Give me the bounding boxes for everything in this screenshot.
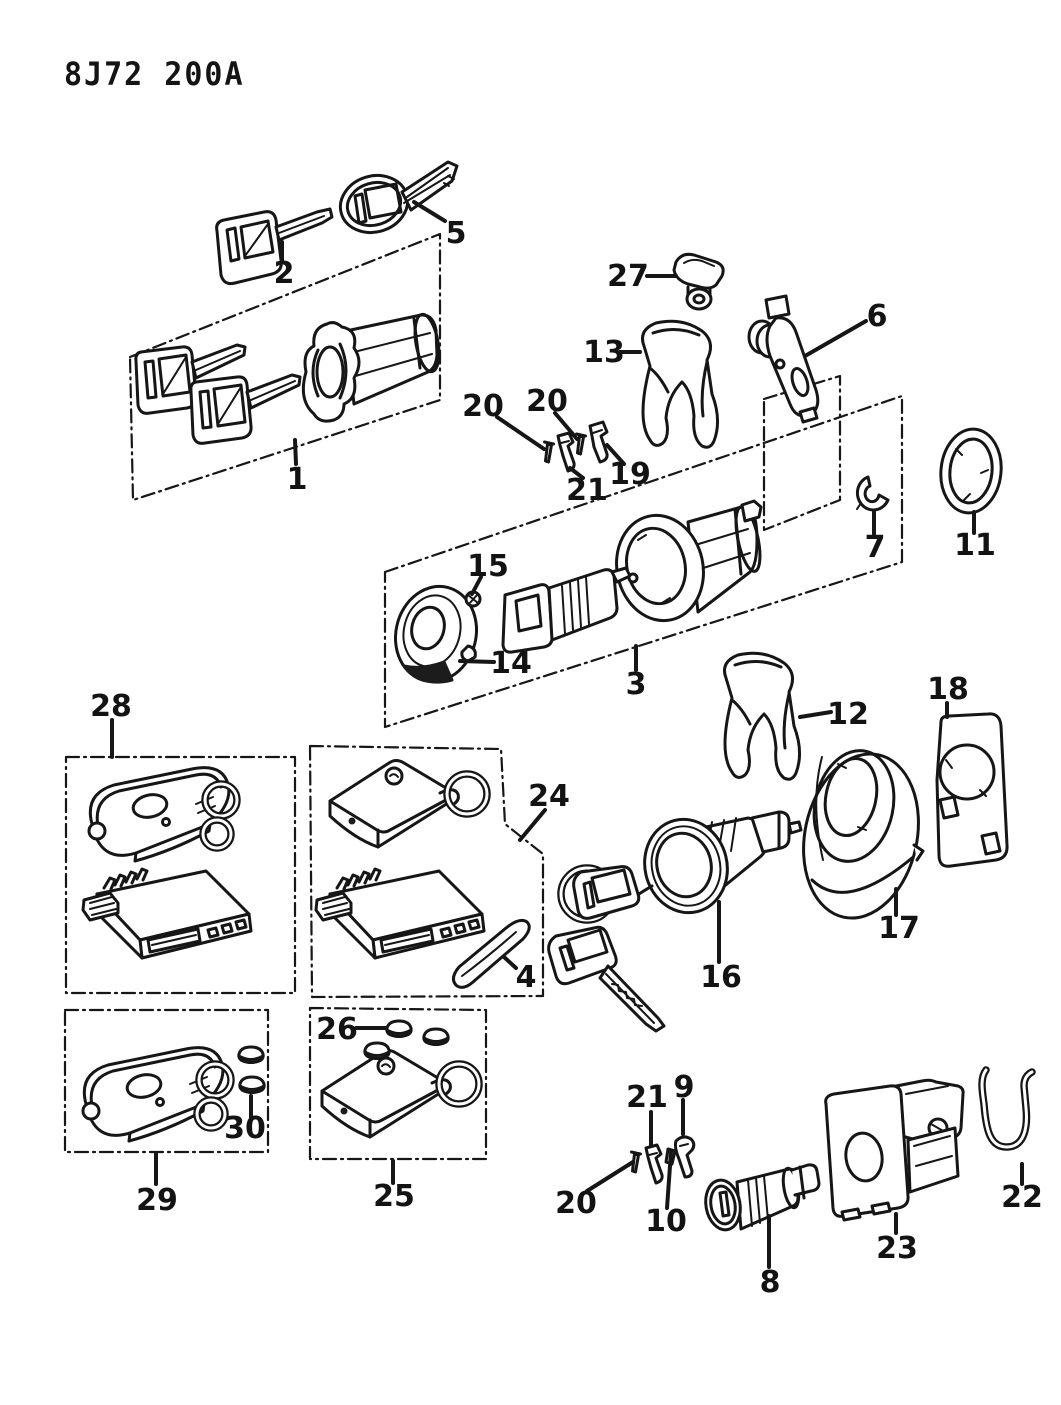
callout-13: 13 [583, 335, 625, 370]
callout-16: 16 [700, 960, 742, 995]
diagram-code: 8J72 200A [64, 56, 245, 94]
callout-18: 18 [927, 672, 969, 707]
part-7-e-clip [855, 475, 890, 512]
kit-box-28 [64, 755, 297, 995]
callout-25: 25 [373, 1179, 415, 1214]
callout-27: 27 [607, 259, 649, 294]
callout-2: 2 [274, 256, 295, 291]
kit-box-3 [383, 394, 904, 729]
callout-20a: 20 [462, 389, 504, 424]
part-16-key-lower [547, 925, 666, 1033]
callout-26: 26 [316, 1012, 358, 1047]
part-17-bezel-housing [802, 749, 925, 920]
callout-1: 1 [287, 462, 308, 497]
callout-21a: 21 [566, 473, 608, 508]
callout-22: 22 [1001, 1180, 1043, 1215]
part-21-clip [644, 1143, 664, 1185]
callout-14: 14 [490, 646, 532, 681]
kit-box-25 [308, 1006, 488, 1161]
part-4-cover-blade [452, 919, 531, 989]
part-14-cap [393, 584, 479, 684]
part-28-transmitter-and-module [81, 768, 253, 960]
callout-17: 17 [878, 911, 920, 946]
leader-lines [110, 200, 1024, 1269]
part-6-lever [747, 294, 820, 424]
part-11-gasket-ring [939, 427, 1003, 515]
kit-box-24 [308, 744, 545, 999]
part-16-key-upper [572, 865, 641, 920]
callout-6: 6 [867, 299, 888, 334]
part-30-button-caps [237, 1045, 266, 1094]
part-20-pin [543, 440, 555, 464]
callout-12: 12 [827, 697, 869, 732]
part-24-transmitter-and-module [314, 761, 531, 989]
part-5-key [338, 160, 459, 235]
part-2-key [215, 207, 334, 286]
callout-21b: 21 [626, 1080, 668, 1115]
callout-10: 10 [645, 1204, 687, 1239]
part-16-cylinder-with-keys [547, 810, 803, 1033]
part-8-lock-cylinder [704, 1163, 821, 1232]
part-12-fork-clip [723, 651, 802, 781]
callout-7: 7 [865, 530, 886, 565]
part-9-clip [673, 1135, 696, 1179]
callout-4: 4 [516, 960, 537, 995]
kit-box-29 [63, 1008, 270, 1154]
part-22-retainer-clip [978, 1066, 1036, 1151]
part-1-keys-and-cylinder [134, 312, 441, 445]
part-23-lock-housing [824, 1078, 965, 1222]
callout-28: 28 [90, 689, 132, 724]
callout-30: 30 [224, 1111, 266, 1146]
callout-20b: 20 [526, 384, 568, 419]
callout-5: 5 [446, 216, 467, 251]
part-27-bracket [672, 252, 725, 311]
part-1-lock-cylinder [301, 312, 441, 423]
callout-9: 9 [674, 1070, 695, 1105]
part-18-mounting-plate [935, 712, 1009, 868]
callout-23: 23 [876, 1231, 918, 1266]
callout-11: 11 [954, 528, 996, 563]
part-19-clip [588, 420, 609, 464]
callout-20c: 20 [555, 1186, 597, 1221]
part-3-ignition-cylinder [501, 499, 763, 654]
callout-19: 19 [609, 457, 651, 492]
part-21-clip [556, 431, 576, 473]
kit-box-1 [128, 232, 442, 502]
callout-3: 3 [626, 667, 647, 702]
callout-24: 24 [528, 779, 570, 814]
part-13-fork-clip [641, 319, 720, 449]
callout-15: 15 [467, 549, 509, 584]
callout-29: 29 [136, 1183, 178, 1218]
callout-8: 8 [760, 1265, 781, 1300]
